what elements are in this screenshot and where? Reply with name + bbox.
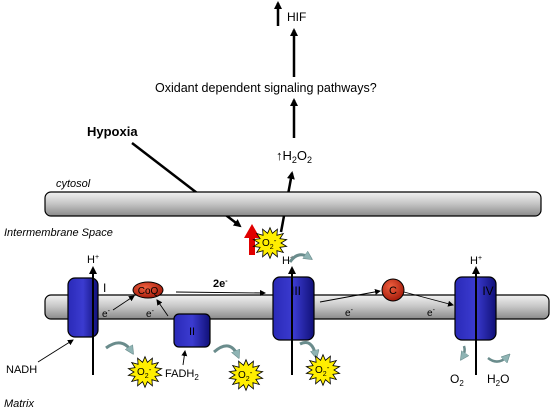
- complex-ii-electron-label: e-: [146, 308, 155, 320]
- superoxide-label: O2-: [262, 236, 277, 251]
- coq-label: CoQ: [138, 286, 159, 297]
- complex-iv-electron-label: e-: [427, 307, 436, 319]
- intermembrane-label: Intermembrane Space: [4, 227, 113, 239]
- fadh2-label: FADH2: [165, 368, 199, 382]
- complex-i-to-coq-arrow: [112, 295, 135, 311]
- cytochrome-c: [381, 278, 405, 302]
- hypoxia-label: Hypoxia: [87, 124, 138, 139]
- two-electron-label: 2e-: [213, 278, 228, 290]
- complex-ii-leak-arrow: [213, 344, 238, 356]
- outer-membrane: [44, 191, 542, 217]
- complex-i: [67, 277, 99, 338]
- h2o2-up-arrow: ↑: [276, 148, 283, 163]
- hypoxia-increase-arrow: [244, 224, 260, 255]
- complex-iv-proton-label: H+: [470, 255, 482, 267]
- superoxide-burst-shape: [305, 353, 341, 387]
- complex-iii-matrix-leak-arrow: [299, 341, 316, 357]
- superoxide-label: O2-: [137, 365, 152, 380]
- superoxide-star-ims: O2-: [252, 226, 288, 260]
- matrix-label: Matrix: [4, 398, 34, 410]
- complex-i-label: I: [103, 281, 106, 295]
- coq-carrier: [132, 281, 164, 299]
- cytochrome-c-label: C: [389, 285, 397, 297]
- signaling-label: Oxidant dependent signaling pathways?: [155, 81, 377, 95]
- complex-ii-to-coq-arrow: [156, 299, 169, 317]
- superoxide-label: O2-: [315, 363, 330, 378]
- nadh-label: NADH: [6, 364, 37, 376]
- hif-label: HIF: [287, 10, 306, 24]
- superoxide-star-complex-ii: O2-: [228, 358, 264, 392]
- complex-iii-label: III: [291, 284, 301, 298]
- nadh-arrow: [37, 339, 74, 363]
- complex-iv-water-arrow: [487, 356, 508, 362]
- complex-iv-label: IV: [482, 284, 493, 298]
- complex-i-proton-label: H+: [87, 254, 99, 266]
- superoxide-star-complex-i: O2-: [127, 355, 163, 389]
- complex-iv-oxygen-arrow: [462, 345, 465, 358]
- superoxide-label: O2-: [238, 368, 253, 383]
- complex-iii-ims-leak-arrow: [288, 255, 310, 263]
- superoxide-burst-shape: [228, 358, 264, 392]
- complex-iii: [272, 276, 315, 341]
- superoxide-burst-shape: [252, 226, 288, 260]
- coq-to-complex-iii-arrow: [175, 289, 266, 296]
- c-to-complex-iv-arrow: [403, 291, 454, 307]
- complex-ii: [173, 313, 211, 348]
- cytosol-label: cytosol: [56, 178, 91, 190]
- water-label: H2O: [487, 372, 509, 388]
- superoxide-star-complex-iii: O2-: [305, 353, 341, 387]
- complex-ii-label: II: [189, 326, 195, 338]
- fadh2-arrow: [181, 350, 188, 366]
- superoxide-burst-shape: [127, 355, 163, 389]
- oxygen-label: O2: [450, 372, 464, 388]
- complex-i-electron-label: e-: [102, 308, 111, 320]
- complex-iii-to-c-arrow: [319, 288, 381, 303]
- complex-iii-electron-label: e-: [345, 307, 354, 319]
- h2o2-label: ↑H2O2: [276, 148, 312, 165]
- complex-i-leak-arrow: [105, 341, 132, 352]
- superoxide-stars: O2- O2- O2- O2-: [127, 226, 341, 392]
